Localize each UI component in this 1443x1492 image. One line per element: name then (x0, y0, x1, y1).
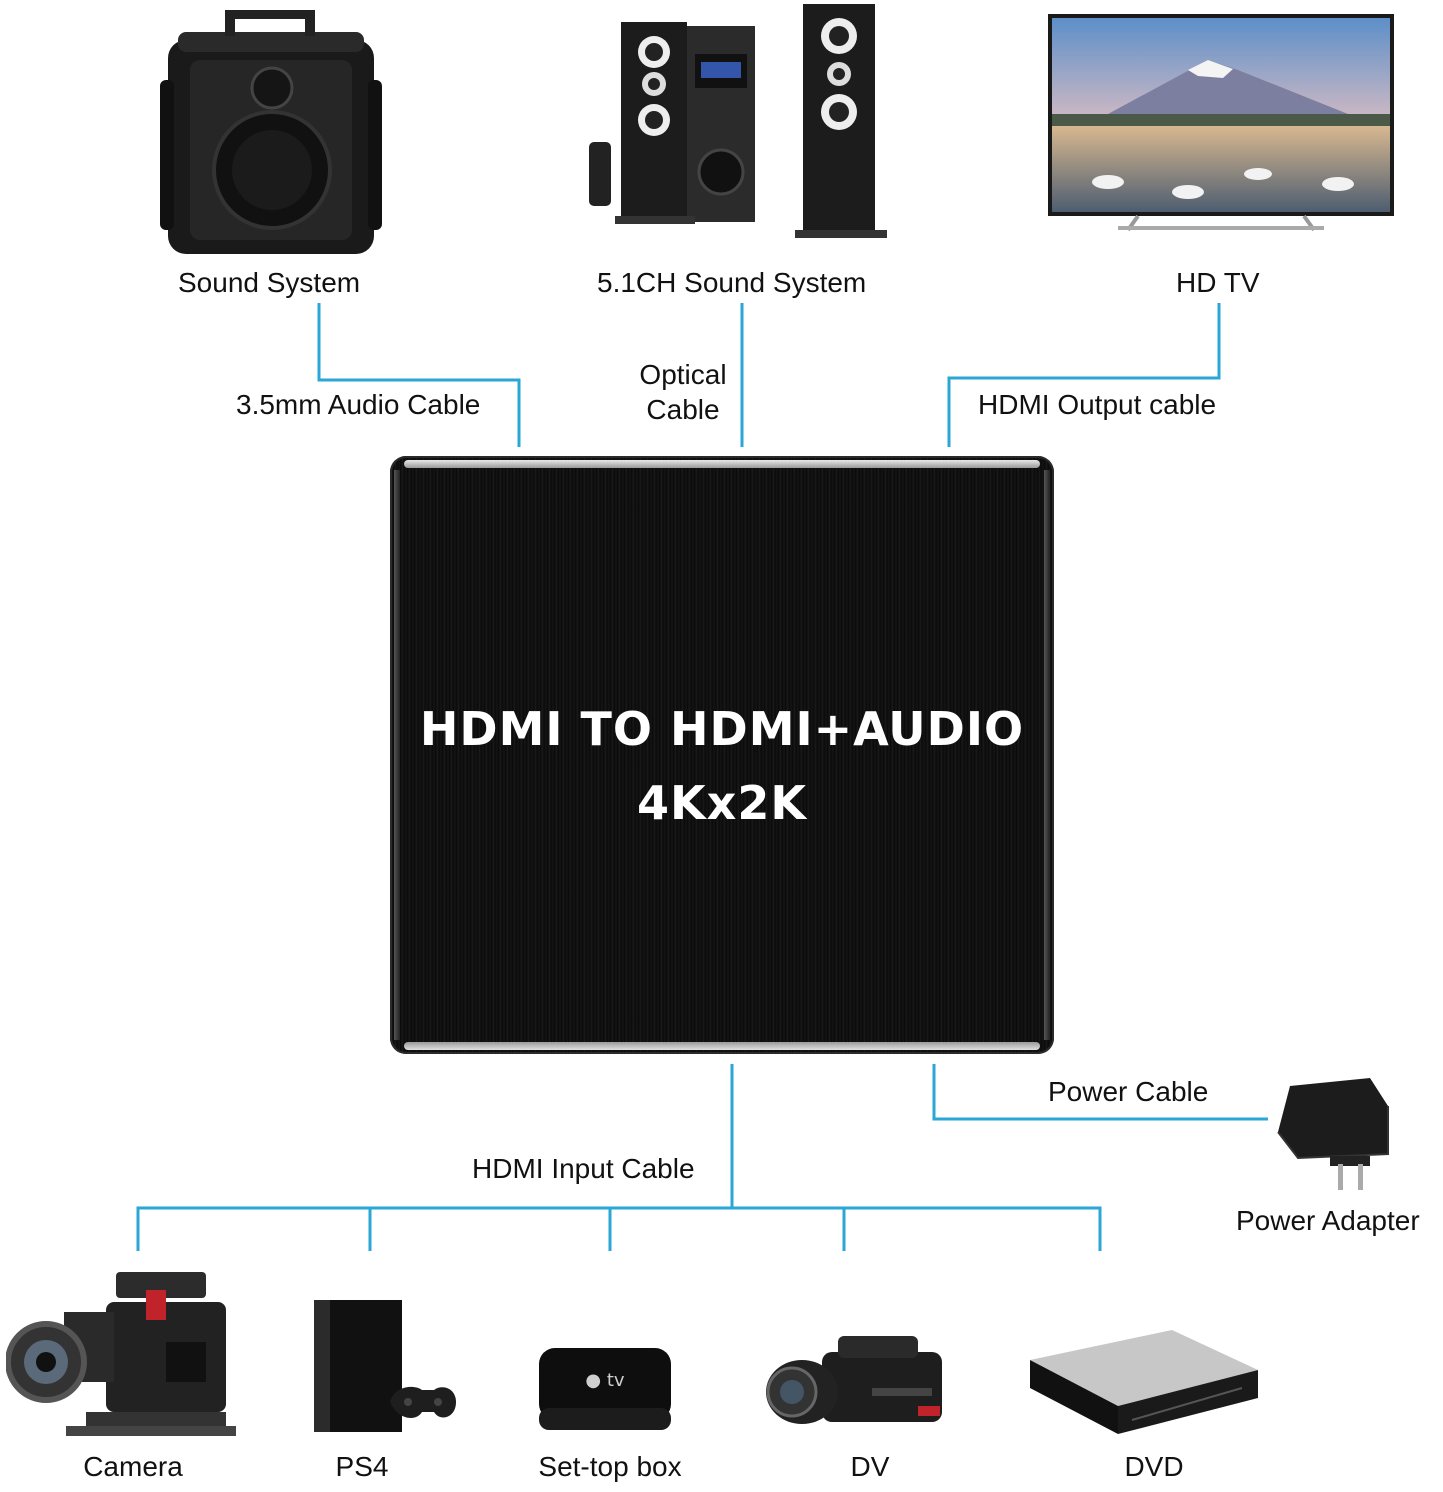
power-cable-label: Power Cable (1048, 1076, 1209, 1107)
power-adapter-label: Power Adapter (1236, 1205, 1420, 1236)
input-label-camera: Camera (83, 1451, 183, 1482)
optical-cable-label-line1: Optical (639, 359, 727, 390)
camcorder-image (766, 1336, 942, 1424)
hdmi-input-cable-label: HDMI Input Cable (472, 1153, 695, 1184)
input-label-ps4: PS4 (335, 1451, 389, 1482)
power-cable-line (932, 1064, 1268, 1121)
hdmi-audio-extractor-device: HDMI TO HDMI+AUDIO 4Kx2K (390, 456, 1054, 1054)
input-label-dvd: DVD (1124, 1451, 1184, 1482)
ps4-console-image (314, 1300, 456, 1432)
hd-tv-label: HD TV (1176, 267, 1260, 298)
device-title: HDMI TO HDMI+AUDIO (419, 702, 1025, 756)
sound-system-label: Sound System (178, 267, 361, 298)
audio-cable-line (317, 303, 521, 447)
boombox-speaker-image (160, 10, 382, 254)
device-subtitle: 4Kx2K (637, 776, 807, 830)
audio-cable-label: 3.5mm Audio Cable (236, 389, 481, 420)
surround-speaker-system-image (589, 4, 887, 238)
hdmi-input-branch (136, 1206, 1102, 1251)
hdmi-output-cable-label: HDMI Output cable (978, 389, 1217, 420)
surround-system-label: 5.1CH Sound System (597, 267, 867, 298)
hd-tv-image (1048, 14, 1394, 232)
input-label-set-top-box: Set-top box (538, 1451, 682, 1482)
power-adapter-image (1277, 1078, 1389, 1190)
svg-text:● tv: ● tv (585, 1370, 624, 1391)
cinema-camera-image (6, 1272, 236, 1436)
hdmi-output-line (947, 303, 1221, 447)
set-top-box-image: ● tv (539, 1348, 671, 1430)
input-label-dv: DV (850, 1451, 890, 1482)
dvd-player-image (1030, 1330, 1258, 1434)
optical-cable-label-line2: Cable (646, 394, 720, 425)
